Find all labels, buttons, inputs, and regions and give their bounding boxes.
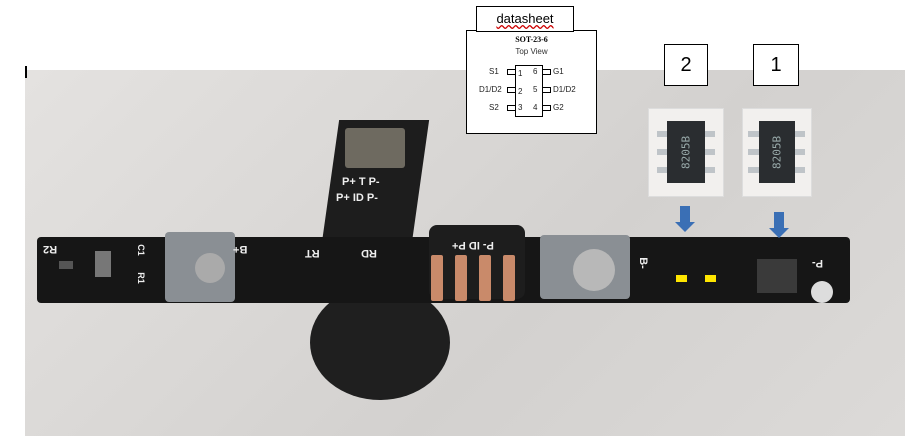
silk-r2: R2: [43, 243, 58, 255]
pin: [542, 87, 551, 93]
pin-number: 1: [518, 69, 523, 78]
pcb-board: R2 C1 R1 B+ RT RD P- ID P+ B- P-: [37, 225, 850, 303]
pin-number: 4: [533, 103, 538, 112]
chip-photo-2: 8205B: [648, 108, 724, 197]
label-chip-1: 1: [753, 44, 799, 86]
component-c1: [95, 251, 111, 277]
silk-rt: RT: [305, 247, 320, 259]
resistor-r2: [59, 261, 73, 269]
pad: [431, 255, 443, 301]
pin-label: D1/D2: [479, 85, 502, 94]
package-name: SOT-23-6: [515, 35, 548, 44]
pin: [507, 105, 516, 111]
pin-label: G1: [553, 67, 564, 76]
chip-photo-1: 8205B: [742, 108, 812, 197]
datasheet-label: datasheet: [476, 6, 574, 32]
pad: [479, 255, 491, 301]
pin-number: 5: [533, 85, 538, 94]
contact-pad: [811, 281, 833, 303]
pin-number: 2: [518, 87, 523, 96]
mosfet-chip-1: [757, 259, 797, 293]
highlight-marker: [676, 275, 687, 282]
silk-p-minus: P-: [812, 257, 823, 269]
silk-b-plus: B+: [233, 243, 248, 255]
chip-marking: 8205B: [759, 121, 795, 183]
silk-connector: P- ID P+: [452, 239, 494, 251]
silk-c1: C1: [135, 244, 146, 256]
solder-ball: [573, 249, 615, 291]
pad: [503, 255, 515, 301]
flex-connector: [345, 128, 405, 168]
silk-b-minus: B-: [636, 257, 649, 269]
flex-label-2: P+ ID P-: [336, 192, 378, 204]
pin: [542, 69, 551, 75]
pin-label: S1: [489, 67, 499, 76]
highlight-marker: [705, 275, 716, 282]
pin-number: 6: [533, 67, 538, 76]
text-cursor: [25, 66, 27, 78]
arrow-down-icon: [769, 212, 789, 238]
silk-r1: R1: [135, 272, 146, 284]
datasheet-diagram: SOT-23-6 Top View S1 D1/D2 S2 1 2 3 6 5 …: [466, 30, 597, 134]
pin: [507, 87, 516, 93]
silk-rd: RD: [361, 247, 377, 259]
flex-loop: [310, 285, 450, 400]
pin: [542, 105, 551, 111]
pin-label: D1/D2: [553, 85, 576, 94]
pin-label: S2: [489, 103, 499, 112]
flex-label-1: P+ T P-: [342, 176, 380, 188]
arrow-down-icon: [675, 206, 695, 232]
label-chip-2: 2: [664, 44, 708, 86]
chip-marking: 8205B: [667, 121, 705, 183]
view-label: Top View: [515, 47, 548, 56]
solder-blob: [195, 253, 225, 283]
pad: [455, 255, 467, 301]
pin-number: 3: [518, 103, 523, 112]
pin-label: G2: [553, 103, 564, 112]
pin: [507, 69, 516, 75]
